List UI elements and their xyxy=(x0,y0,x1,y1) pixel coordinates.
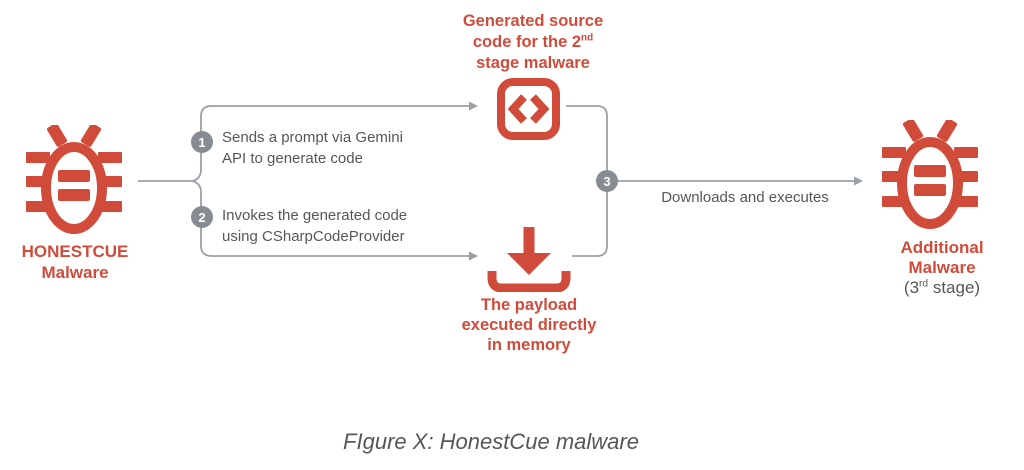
step-1-text: Sends a prompt via Gemini API to generat… xyxy=(222,129,403,167)
arrowhead-additional xyxy=(854,176,863,186)
arrowhead-download xyxy=(469,251,478,261)
additional-stage-line: (3rd stage) xyxy=(903,278,981,297)
split-bracket xyxy=(190,105,213,257)
figure-caption: FIgure X: HonestCue malware xyxy=(343,429,639,454)
download-icon xyxy=(487,226,571,293)
step-2-number: 2 xyxy=(198,209,206,225)
arrowhead-code xyxy=(469,101,478,111)
source-label-line1: HONESTCUE xyxy=(21,242,129,261)
payload-line1: The payload xyxy=(480,296,578,314)
generated-code-line2: code for the 2 xyxy=(472,33,582,51)
step-1-number: 1 xyxy=(198,134,206,150)
source-label-line2: Malware xyxy=(41,263,109,282)
additional-malware-label: Additional Malware (3rd stage) xyxy=(867,238,1017,298)
malware-bug-icon xyxy=(25,123,123,235)
step-3-badge: 3 xyxy=(596,170,618,192)
step-2-badge: 2 xyxy=(191,206,213,228)
generated-code-line1: Generated source xyxy=(462,12,604,30)
additional-line1: Additional xyxy=(900,238,984,257)
payload-label: The payload executed directly in memory xyxy=(438,295,620,355)
step-1-badge: 1 xyxy=(191,131,213,153)
generated-code-line3: stage malware xyxy=(476,54,590,72)
code-icon xyxy=(497,78,560,140)
additional-line2: Malware xyxy=(908,258,976,277)
downloads-executes-label: Downloads and executes xyxy=(661,189,829,206)
malware-bug-icon xyxy=(881,118,979,230)
source-node-label: HONESTCUE Malware xyxy=(10,241,140,283)
generated-code-label: Generated source code for the 2nd stage … xyxy=(440,11,626,74)
step-3-number: 3 xyxy=(603,173,611,189)
payload-line3: in memory xyxy=(487,336,571,354)
payload-line2: executed directly xyxy=(461,316,597,334)
step-2-text: Invokes the generated code using CSharpC… xyxy=(222,207,408,245)
generated-code-line2-sup: nd xyxy=(581,32,594,44)
